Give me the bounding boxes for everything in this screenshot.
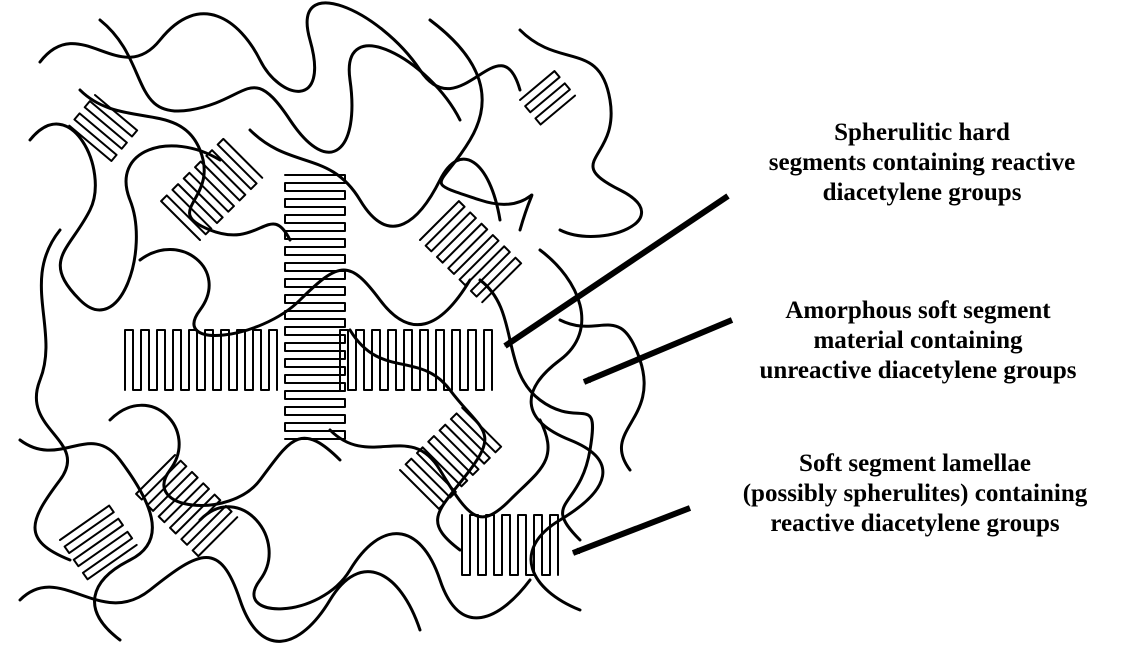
chain [560, 320, 644, 470]
chain [520, 30, 642, 236]
arrow-soft-lamellae [573, 508, 690, 553]
soft-segment-lamella [462, 515, 558, 575]
chain [20, 558, 420, 642]
label-line: material containing [718, 326, 1118, 356]
label-spherulitic-hard-segments: Spherulitic hard segments containing rea… [722, 118, 1122, 208]
chain [430, 20, 532, 230]
chain [330, 420, 548, 517]
label-line: (possibly spherulites) containing [690, 479, 1140, 509]
label-line: unreactive diacetylene groups [718, 356, 1118, 386]
label-amorphous-soft-segment: Amorphous soft segment material containi… [718, 296, 1118, 386]
label-line: reactive diacetylene groups [690, 509, 1140, 539]
lamella-top-right [520, 71, 575, 124]
label-line: Spherulitic hard [722, 118, 1122, 148]
lamella-diagonal-upper-right [420, 201, 521, 302]
chain [350, 330, 485, 550]
arrow-amorphous [584, 320, 732, 382]
chain [40, 3, 520, 91]
label-line: Amorphous soft segment [718, 296, 1118, 326]
label-line: segments containing reactive [722, 148, 1122, 178]
chain [250, 130, 500, 226]
label-line: diacetylene groups [722, 178, 1122, 208]
chain [110, 405, 340, 505]
lamella-bottom-left [60, 506, 137, 580]
chain [80, 90, 290, 240]
label-soft-segment-lamellae: Soft segment lamellae (possibly spheruli… [690, 449, 1140, 539]
lamella-horizontal-right [340, 330, 492, 390]
chain [480, 280, 593, 540]
arrow-hard-segments [505, 196, 728, 346]
lamella-horizontal-left [125, 330, 277, 390]
label-line: Soft segment lamellae [690, 449, 1140, 479]
chain [200, 507, 530, 618]
